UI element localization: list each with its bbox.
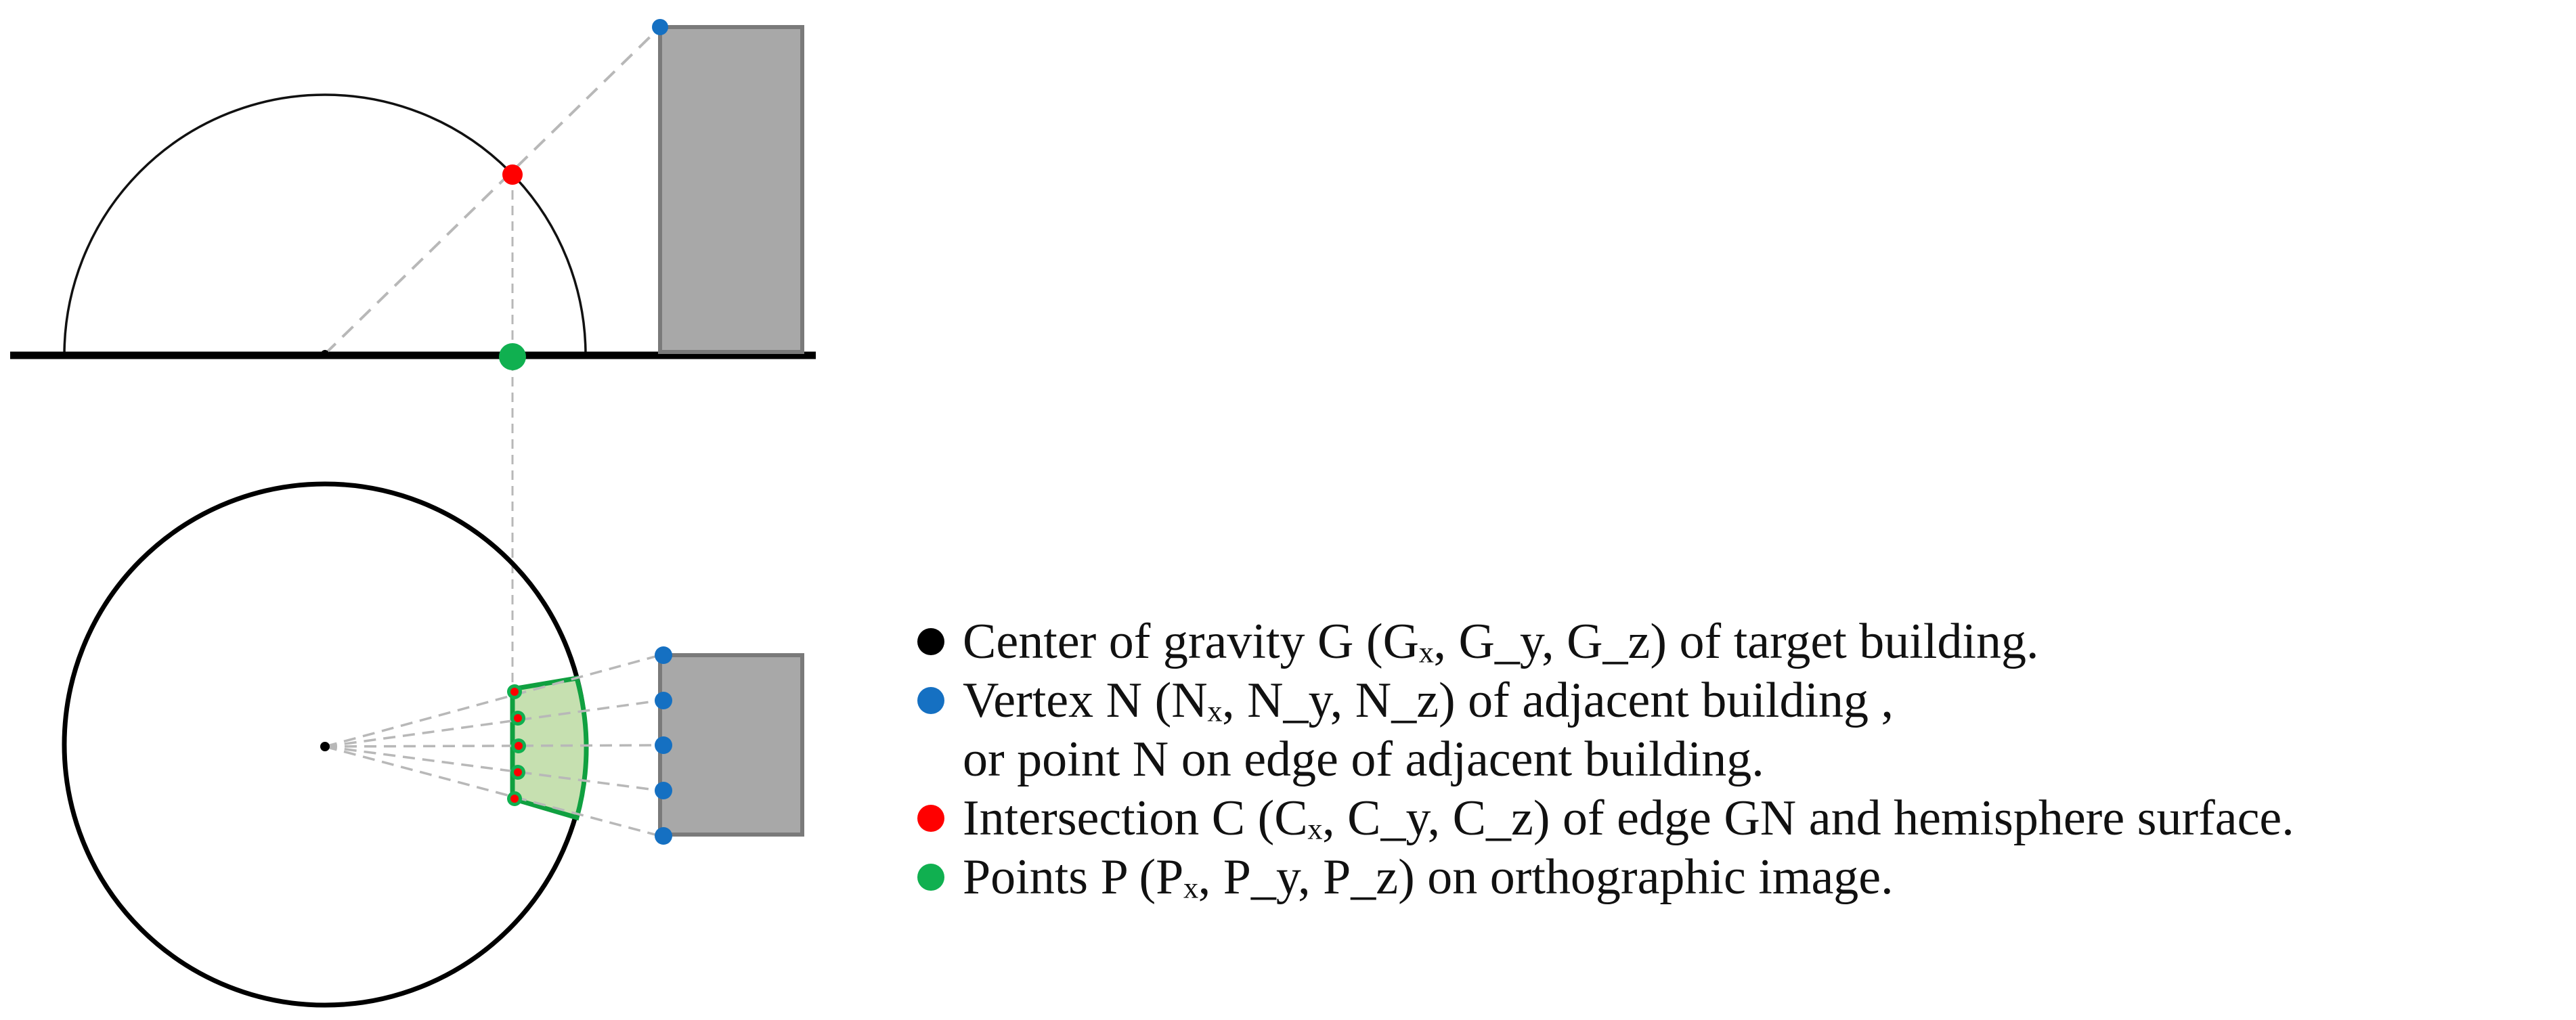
legend-label-vertex: Vertex N (Nₓ, N_y, N_z) of adjacent buil… <box>963 673 1894 728</box>
projection-dot-icon <box>917 864 944 891</box>
center-g-plan <box>320 742 330 751</box>
legend-label-intersection: Intersection C (Cₓ, C_y, C_z) of edge GN… <box>963 791 2294 846</box>
vertex-n-5 <box>655 827 672 845</box>
vertex-n-2 <box>655 692 672 709</box>
ray-3 <box>324 744 661 748</box>
ray-2 <box>324 699 661 748</box>
ray-1 <box>324 654 661 748</box>
center-g-side <box>321 350 329 358</box>
center-dot-icon <box>917 628 944 655</box>
vertex-n-1 <box>655 646 672 664</box>
point-c-5 <box>510 795 519 803</box>
ray-5 <box>324 745 661 837</box>
sightlines-plan <box>324 654 661 837</box>
point-c-1 <box>510 688 519 696</box>
legend-label-projection: Points P (Pₓ, P_y, P_z) on orthographic … <box>963 849 1894 905</box>
intersection-c-side <box>502 164 523 185</box>
legend-label-center: Center of gravity G (Gₓ, G_y, G_z) of ta… <box>963 614 2039 669</box>
legend-label-vertex-cont: or point N on edge of adjacent building. <box>963 732 1764 787</box>
projection-p-side <box>499 343 526 370</box>
vertices-n-plan <box>655 646 672 845</box>
vertex-n-4 <box>655 782 672 799</box>
intersection-dot-icon <box>917 805 944 832</box>
ray-4 <box>324 745 661 792</box>
points-cp-plan <box>507 684 526 806</box>
adjacent-building-plan <box>658 653 804 837</box>
adjacent-building-side <box>658 25 804 354</box>
vertex-n-3 <box>655 736 672 754</box>
point-c-3 <box>515 742 523 750</box>
vertex-n-side <box>652 19 668 35</box>
plan-view <box>62 481 804 1008</box>
vertex-dot-icon <box>917 687 944 714</box>
hemisphere-arc <box>63 93 587 356</box>
point-c-4 <box>514 768 522 776</box>
point-c-2 <box>514 714 522 722</box>
side-view <box>10 19 816 687</box>
sightline-gn <box>324 26 661 355</box>
